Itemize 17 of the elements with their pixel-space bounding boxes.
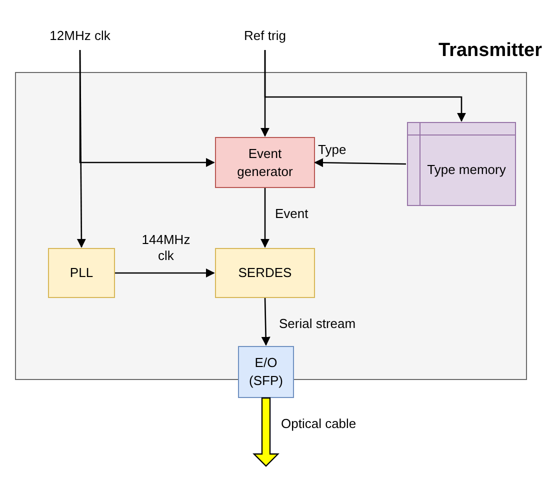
process-box: E/O (SFP) xyxy=(238,346,294,398)
arrow xyxy=(264,50,466,122)
arrow xyxy=(115,268,215,278)
thick-arrow xyxy=(252,397,280,467)
arrow xyxy=(79,50,215,168)
process-box: PLL xyxy=(48,248,115,298)
arrow xyxy=(261,298,270,346)
edge-label: Optical cable xyxy=(281,416,356,432)
arrow xyxy=(260,188,270,248)
input-label: Ref trig xyxy=(243,28,287,43)
process-box: SERDES xyxy=(215,248,315,298)
panel-title: Transmitter xyxy=(438,40,542,62)
input-label: 12MHz clk xyxy=(48,28,112,43)
edge-label: Type xyxy=(318,142,346,158)
memory-box: Type memory xyxy=(407,122,516,206)
process-box: Event generator xyxy=(215,137,315,188)
arrow xyxy=(314,158,406,168)
